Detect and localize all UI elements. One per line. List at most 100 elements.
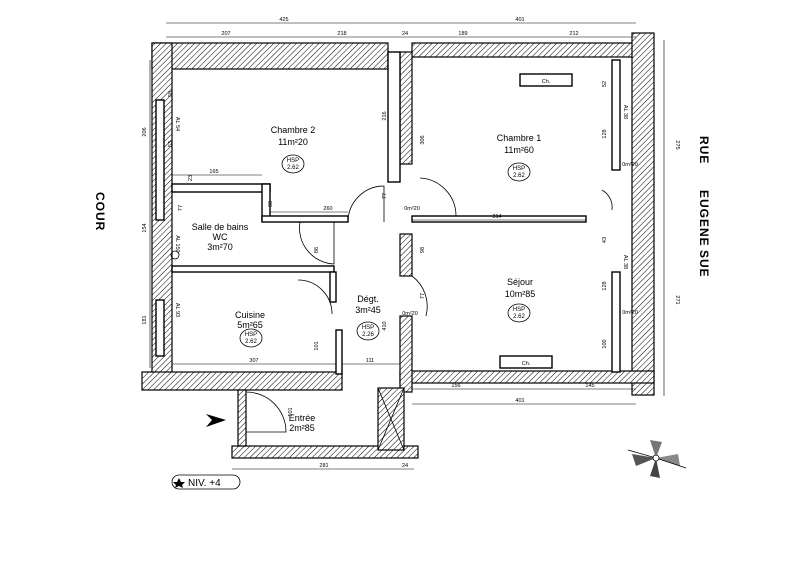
level-badge (171, 474, 241, 490)
partition-degt (335, 329, 343, 375)
hsp-sejour: 2.62 (513, 314, 525, 320)
window-kitchen (155, 299, 165, 357)
dim-128b: 128 (602, 281, 608, 290)
dim-top-401: 401 (515, 17, 524, 23)
window-sejour (611, 271, 621, 373)
room-area-cuisine: 5m²65 (237, 320, 263, 330)
dim-111: 111 (366, 358, 374, 364)
dim-top-212: 212 (569, 31, 578, 37)
dim-bottom-24: 24 (402, 463, 408, 469)
dim-right-275: 275 (674, 140, 680, 149)
dim-86: 86 (314, 247, 320, 253)
dim-77b: 77 (420, 293, 426, 299)
door-ch2 (347, 185, 385, 223)
room-name-entree: Entrée (289, 413, 316, 423)
dim-0m20-a: 0m²20 (404, 206, 420, 212)
room-sub-wc: WC (213, 232, 228, 242)
room-name-degt: Dégt. (357, 294, 379, 304)
room-area-entree: 2m²85 (289, 423, 315, 433)
dim-bottom-156: 156 (451, 383, 460, 389)
hsp-marker-cuisine (239, 328, 263, 348)
room-area-sejour: 10m²85 (505, 289, 536, 299)
chimney-label-1: Ch. (542, 79, 551, 85)
dim-bottom-401: 401 (515, 398, 524, 404)
street-label-rue: RUE (697, 136, 711, 164)
dim-216: 216 (382, 111, 388, 120)
room-name-chambre2: Chambre 2 (271, 125, 316, 135)
hsp-cuisine: 2.62 (245, 339, 257, 345)
dim-52: 52 (602, 81, 608, 87)
dim-left-181: 181 (142, 315, 148, 324)
partition-bath-top (171, 183, 271, 193)
svg-text:HSP: HSP (513, 307, 525, 313)
dim-77c: 77 (178, 205, 184, 211)
dim-306: 306 (420, 135, 426, 144)
dim-top-218: 218 (337, 31, 346, 37)
room-area-chambre2: 11m²20 (278, 137, 308, 147)
dim-top-425: 425 (279, 17, 288, 23)
dim-410: 410 (382, 321, 388, 330)
dim-260: 260 (323, 206, 332, 212)
door-entrance (245, 391, 287, 433)
dim-165: 165 (209, 169, 218, 175)
sink-icon (170, 250, 180, 260)
dim-43: 43 (602, 237, 608, 243)
wall-central-bottom (399, 315, 413, 393)
hsp-chambre2: 2.62 (287, 165, 299, 171)
entrance-arrow-icon (206, 414, 226, 427)
room-name-chambre1: Chambre 1 (497, 133, 542, 143)
level-star-icon (173, 478, 185, 488)
dim-128a: 128 (602, 129, 608, 138)
room-name-cuisine: Cuisine (235, 310, 265, 320)
partition-bath-right (261, 215, 349, 223)
al-38a: AL 38 (622, 105, 628, 119)
dim-68: 68 (268, 201, 274, 207)
hsp-marker-sejour (507, 303, 531, 323)
wall-bottom-right (399, 370, 655, 384)
dim-bottom-281: 281 (319, 463, 328, 469)
dim-314: 314 (492, 214, 501, 220)
door-bath (299, 221, 335, 265)
wall-central-top (399, 51, 413, 165)
al-54: AL 54 (174, 117, 180, 131)
svg-text:HSP: HSP (513, 166, 525, 172)
dim-58: 58 (168, 91, 174, 97)
wall-top-right (411, 42, 653, 58)
hsp-marker-degt (356, 321, 380, 341)
al-93: AL 93 (174, 303, 180, 317)
window-ch2 (155, 99, 165, 221)
al-150: AL 150 (174, 235, 180, 252)
dim-left-154: 154 (142, 223, 148, 232)
door-sejour (411, 275, 428, 317)
partition-ch2-right (387, 51, 401, 183)
dim-0m20-b: 0m²20 (402, 311, 418, 317)
dim-0m20-c: 0m²20 (622, 162, 638, 168)
dim-top-189: 189 (458, 31, 467, 37)
chimney-ch1 (519, 73, 573, 87)
dim-23: 23 (188, 175, 194, 181)
chimney-label-2: Ch. (522, 361, 531, 367)
dim-98: 98 (420, 247, 426, 253)
partition-ch1-bottom (411, 215, 587, 223)
dim-left-206: 206 (142, 127, 148, 136)
door-window (601, 189, 613, 211)
hsp-marker-chambre1 (507, 162, 531, 182)
dim-53: 53 (168, 141, 174, 147)
dim-101a: 101 (314, 341, 320, 350)
wall-top-left (151, 42, 389, 70)
door-kitchen (297, 279, 333, 315)
partition-kitchen (329, 271, 337, 303)
wall-bottom-left (141, 371, 343, 391)
partition-bath-bottom (171, 265, 335, 273)
compass-icon (627, 440, 687, 478)
dim-101b: 101 (288, 407, 294, 416)
svg-text:HSP: HSP (287, 158, 299, 164)
room-name-sdb: Salle de bains (192, 222, 249, 232)
door-ch1 (419, 177, 457, 217)
dim-right-271: 271 (674, 295, 680, 304)
dim-100: 100 (602, 339, 608, 348)
wall-central-mid (399, 233, 413, 277)
svg-text:HSP: HSP (245, 332, 257, 338)
room-name-sejour: Séjour (507, 277, 533, 287)
